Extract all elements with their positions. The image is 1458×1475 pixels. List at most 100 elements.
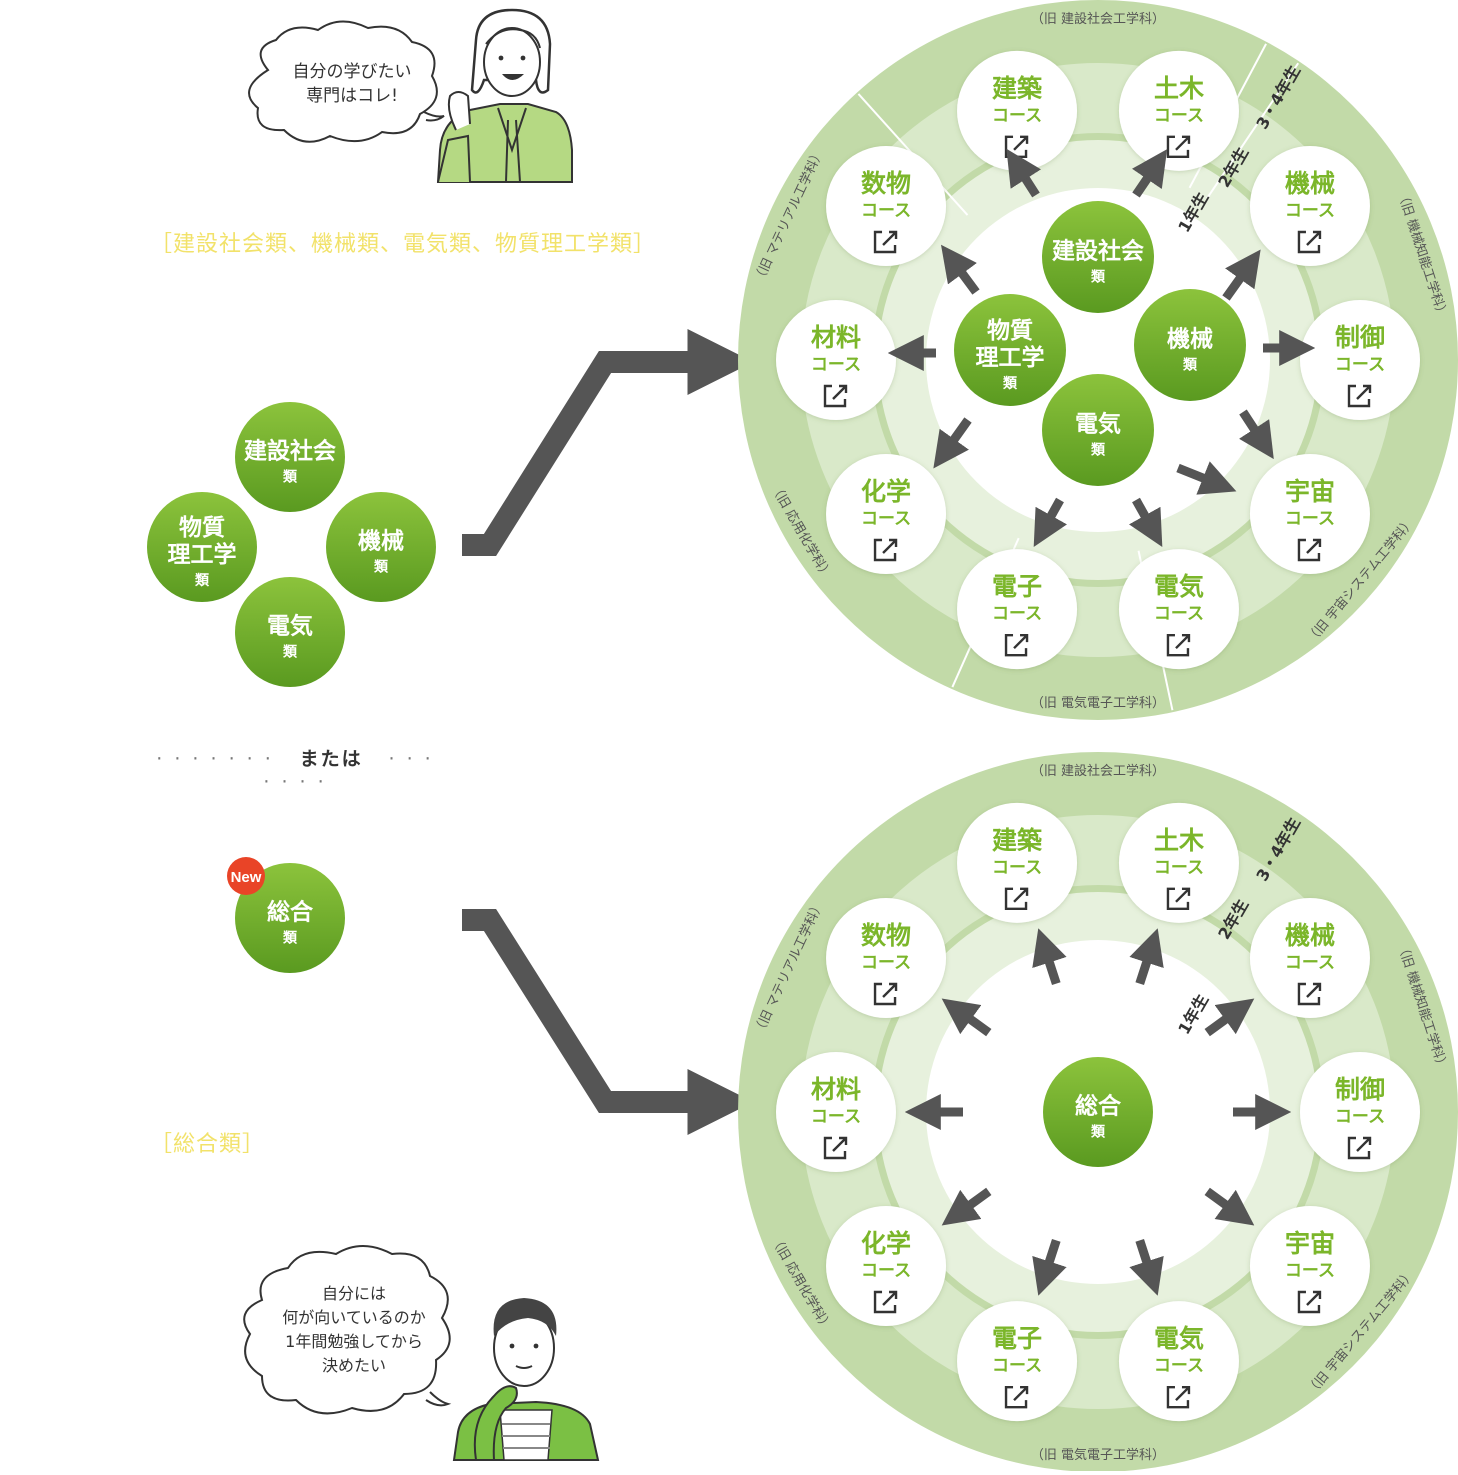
course-sub: コース [992,106,1042,126]
inner-white-circle [926,188,1270,532]
course-circle [1118,50,1239,171]
speech-top-line: 自分の学びたい [292,62,412,82]
course-circle [957,549,1078,670]
group-circle [147,492,257,602]
course-name: 土木 [1154,826,1204,855]
course-circle [1249,453,1370,574]
external-link-icon[interactable] [1347,1136,1372,1160]
course-circle [1249,898,1370,1019]
course-wheel-top: （旧 建設社会工学科）（旧 機械知能工学科）（旧 宇宙システム工学科）（旧 電気… [738,0,1458,720]
course-name: 化学 [861,1229,911,1258]
external-link-icon[interactable] [823,384,848,408]
inner-group-circle: 建設社会類 [1042,201,1154,313]
left-group-circle: 物質理工学類 [147,492,257,602]
course-sub: コース [1285,1261,1335,1281]
external-link-icon[interactable] [1166,1385,1191,1409]
arrow-to-course-3 [1204,998,1255,1037]
group-circle [235,402,345,512]
arrow-to-kenchiku [1006,148,1041,198]
inner-group-circle: 物質理工学類 [954,294,1066,406]
course-sub: コース [861,201,911,221]
course-name: 化学 [861,477,911,506]
external-link-icon[interactable] [1297,982,1322,1006]
group-sub: 類 [282,645,298,661]
external-link-icon[interactable] [1004,887,1029,911]
arrow-to-uchu-2 [1176,461,1237,495]
external-link-icon[interactable] [1297,230,1322,254]
course-circle [1249,146,1370,267]
group-name: 理工学 [168,541,237,568]
course-name: 電気 [1154,1324,1204,1353]
group-sub: 類 [1090,443,1106,459]
left-group-sogo: 総合類 [235,863,345,973]
old-department-label: （旧 電気電子工学科） [1031,1447,1165,1463]
external-link-icon[interactable] [1004,1385,1029,1409]
course-wheel-bottom: （旧 建設社会工学科）（旧 機械知能工学科）（旧 宇宙システム工学科）（旧 電気… [738,752,1458,1472]
left-group-circle: 機械類 [326,492,436,602]
left-group-circle: 電気類 [235,577,345,687]
course-name: 建築 [992,826,1043,855]
external-link-icon[interactable] [1297,1290,1322,1314]
external-link-icon[interactable] [1004,633,1029,657]
course-sub: コース [861,1261,911,1281]
old-department-label: （旧 電気電子工学科） [1031,695,1165,711]
external-link-icon[interactable] [823,1136,848,1160]
external-link-icon[interactable] [1166,887,1191,911]
group-sub: 類 [194,573,210,589]
arrow-to-kagaku [933,417,972,469]
arrow-to-course-8 [941,1187,992,1226]
divider-text: または [299,748,363,770]
course-sub: コース [861,953,911,973]
group-name: 物質 [179,514,225,541]
course-sub: コース [992,1356,1042,1376]
department-divider [1206,62,1300,199]
speech-bottom-line: 決めたい [321,1356,386,1375]
arrow-to-course-7 [1032,1239,1067,1296]
group-name: 総合 [267,899,314,926]
course-sub: コース [811,1107,861,1127]
new-badge: New [227,857,265,895]
arrow-to-course-10 [941,998,992,1037]
course-name: 機械 [1285,921,1335,950]
external-link-icon[interactable] [873,982,898,1006]
arrow-to-course-5 [1204,1187,1255,1226]
external-link-icon[interactable] [873,230,898,254]
external-link-icon[interactable] [1166,135,1191,159]
external-link-icon[interactable] [1347,384,1372,408]
external-link-icon[interactable] [873,1290,898,1314]
group-circle [326,492,436,602]
arrow-to-doboku [1132,149,1168,198]
arrow-to-course-6 [1129,1239,1164,1296]
or-divider: · · · · · · · または · · · · · · · [150,744,440,793]
external-link-icon[interactable] [1297,538,1322,562]
course-sub: コース [1154,858,1204,878]
external-link-icon[interactable] [873,538,898,562]
course-name: 電子 [992,1324,1042,1353]
course-sub: コース [992,604,1042,624]
arrow-to-kikai [1222,249,1261,301]
speech-bottom-line: 1年間勉強してから [285,1332,423,1351]
group-sub: 類 [373,560,389,576]
external-link-icon[interactable] [1166,633,1191,657]
